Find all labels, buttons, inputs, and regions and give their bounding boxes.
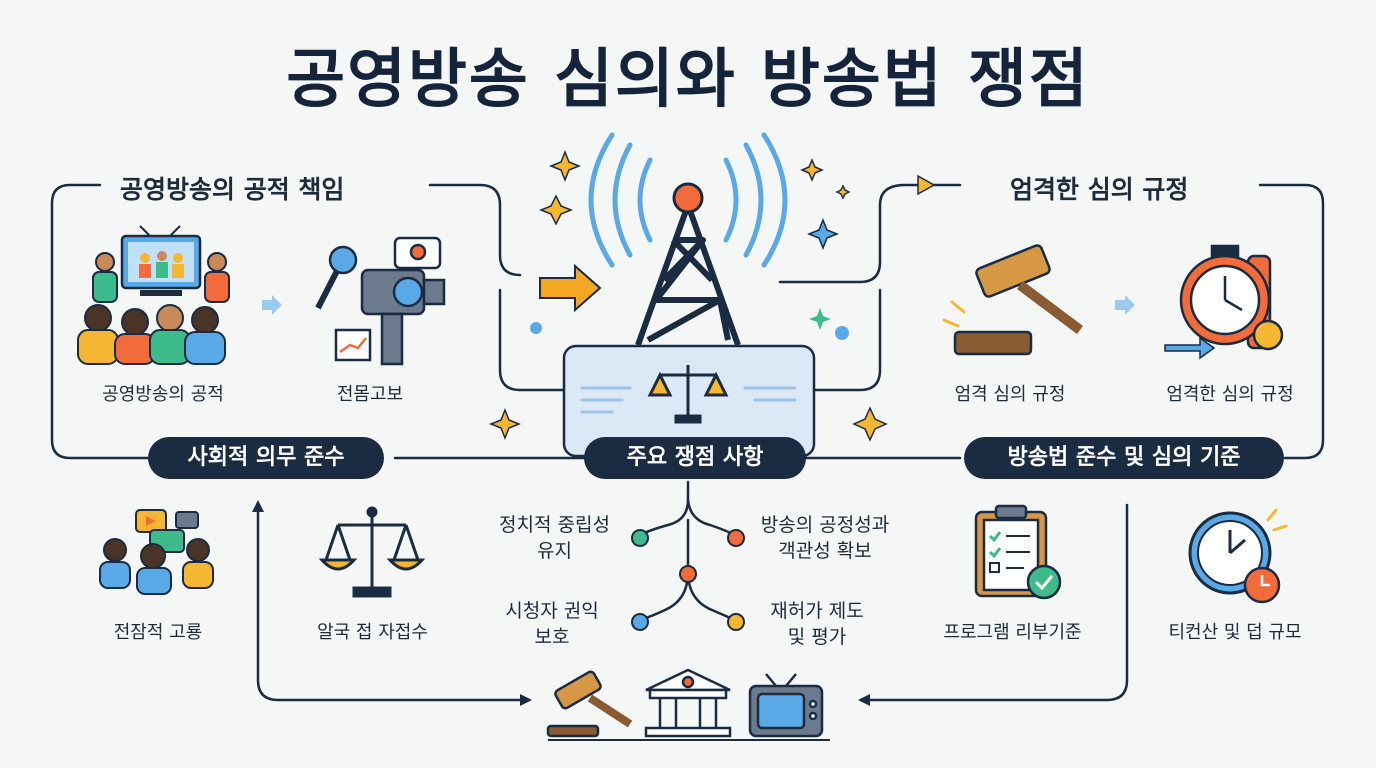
scales-icon — [647, 365, 729, 424]
center-pill-main-issues: 주요 쟁점 사항 — [584, 437, 806, 479]
left-pill-social-duty: 사회적 의무 준수 — [148, 437, 384, 479]
page-title: 공영방송 심의와 방송법 쟁점 — [286, 43, 1090, 117]
issue-relicensing: 재허가 제도 및 평가 — [770, 600, 864, 648]
right-item-caption-1: 엄격 심의 규정 — [954, 384, 1066, 405]
court-building-icon — [644, 668, 732, 738]
left-item-caption-2: 전몸고보 — [336, 384, 404, 405]
retro-tv-icon — [748, 673, 824, 738]
bottom-caption-1: 전잠적 고룡 — [113, 622, 203, 643]
left-item-caption-1: 공영방송의 공적 — [102, 384, 224, 405]
bottom-caption-2: 알국 접 자접수 — [317, 622, 428, 643]
bottom-caption-3: 프로그램 리부기준 — [943, 622, 1082, 643]
issue-political-neutrality: 정치적 중립성 유지 — [499, 514, 610, 562]
right-section-heading: 엄격한 심의 규정 — [998, 170, 1201, 206]
issue-viewer-rights: 시청자 권익 보호 — [505, 600, 599, 648]
left-section-heading: 공영방송의 공적 책임 — [108, 170, 357, 206]
right-item-caption-2: 엄격한 심의 규정 — [1166, 384, 1294, 405]
right-pill-broadcast-law: 방송법 준수 및 심의 기준 — [964, 437, 1284, 479]
small-gavel-icon — [546, 670, 633, 738]
bottom-caption-4: 티컨산 및 덥 규모 — [1168, 622, 1302, 643]
issue-fairness-objectivity: 방송의 공정성과 객관성 확보 — [760, 514, 890, 562]
